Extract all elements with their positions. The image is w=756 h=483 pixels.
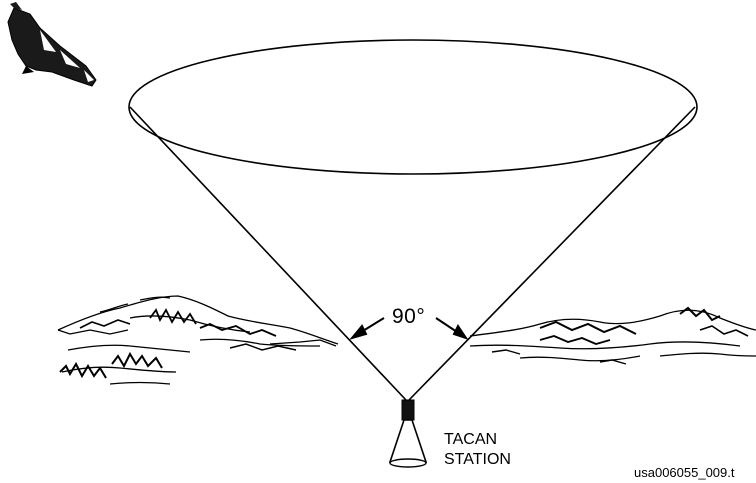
angle-label: 90° [392, 305, 426, 328]
tacan-station-label: TACAN STATION [444, 430, 511, 470]
space-shuttle-icon [7, 2, 97, 87]
angle-arrows [349, 317, 469, 340]
coverage-cone [128, 39, 698, 401]
tacan-antenna-icon [388, 399, 428, 468]
figure-id-label: usa006055_009.t [634, 465, 735, 480]
station-label-line2: STATION [444, 451, 511, 468]
station-label-line1: TACAN [444, 431, 498, 448]
mountain-terrain [57, 295, 756, 385]
